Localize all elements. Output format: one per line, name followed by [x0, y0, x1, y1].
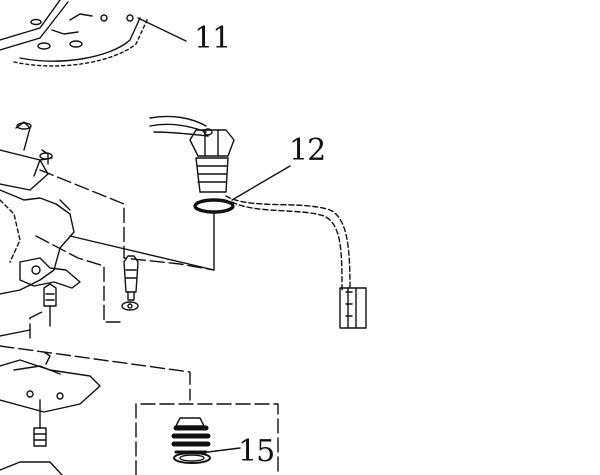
leader-line-11 — [137, 17, 187, 42]
plug-part-15 — [135, 403, 279, 475]
pin-part — [43, 283, 57, 327]
plate-part — [0, 351, 101, 413]
bottom-fragment — [0, 461, 63, 475]
gasket-part-11 — [0, 0, 149, 67]
assembly-lines — [0, 169, 215, 401]
housing-body — [0, 121, 81, 337]
screw-part — [33, 399, 47, 447]
callout-label-11: 11 — [194, 21, 231, 56]
leader-line-15 — [207, 447, 241, 453]
sensor-part-12 — [149, 115, 367, 329]
assembly-line-12 — [69, 211, 215, 271]
callout-label-15: 15 — [238, 434, 275, 469]
callout-label-12: 12 — [289, 133, 326, 168]
bolt-part — [121, 255, 139, 311]
leader-line-12 — [231, 165, 291, 201]
